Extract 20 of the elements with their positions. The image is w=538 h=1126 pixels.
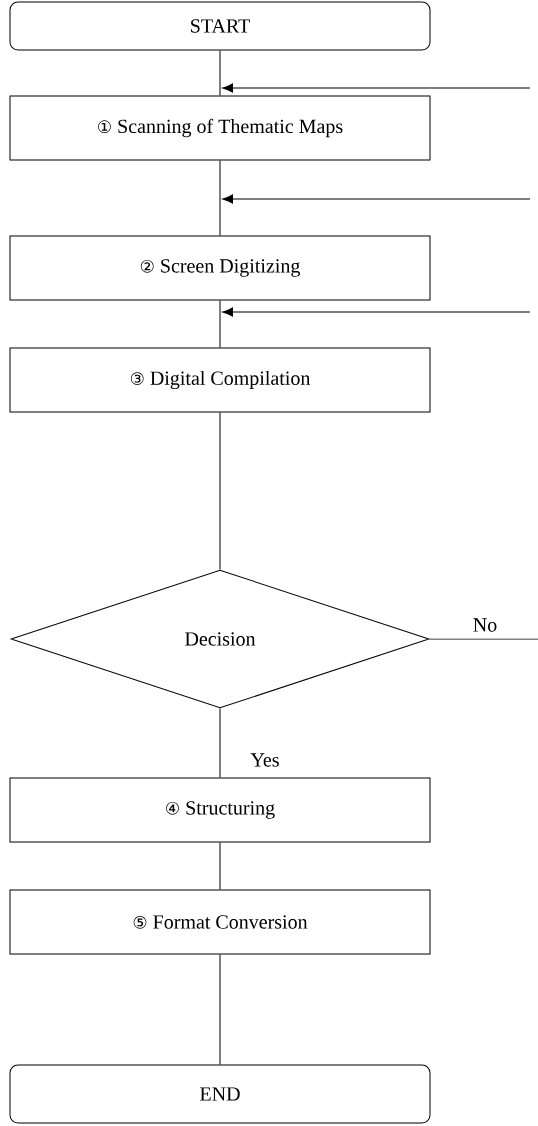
- connector-line: [219, 160, 221, 236]
- connector-line: [219, 412, 221, 570]
- arrow: [222, 307, 531, 317]
- edge-label: No: [471, 617, 499, 633]
- connector-line: [219, 954, 221, 1065]
- process-box: ② Screen Digitizing: [9, 235, 431, 301]
- process-box: ③ Digital Compilation: [9, 347, 431, 413]
- arrow: [222, 194, 531, 204]
- connector-line: [219, 708, 221, 778]
- edge-label: Yes: [249, 752, 281, 768]
- connector-line: [219, 300, 221, 348]
- connector-line: [219, 50, 221, 96]
- process-box: ④ Structuring: [9, 777, 431, 843]
- process-box: ⑤ Format Conversion: [9, 889, 431, 955]
- process-box: ① Scanning of Thematic Maps: [9, 95, 431, 161]
- terminal-box: END: [9, 1064, 431, 1124]
- arrow: [222, 83, 531, 93]
- connector-line: [219, 842, 221, 890]
- connector-line: [429, 638, 538, 640]
- terminal-box: START: [9, 1, 431, 51]
